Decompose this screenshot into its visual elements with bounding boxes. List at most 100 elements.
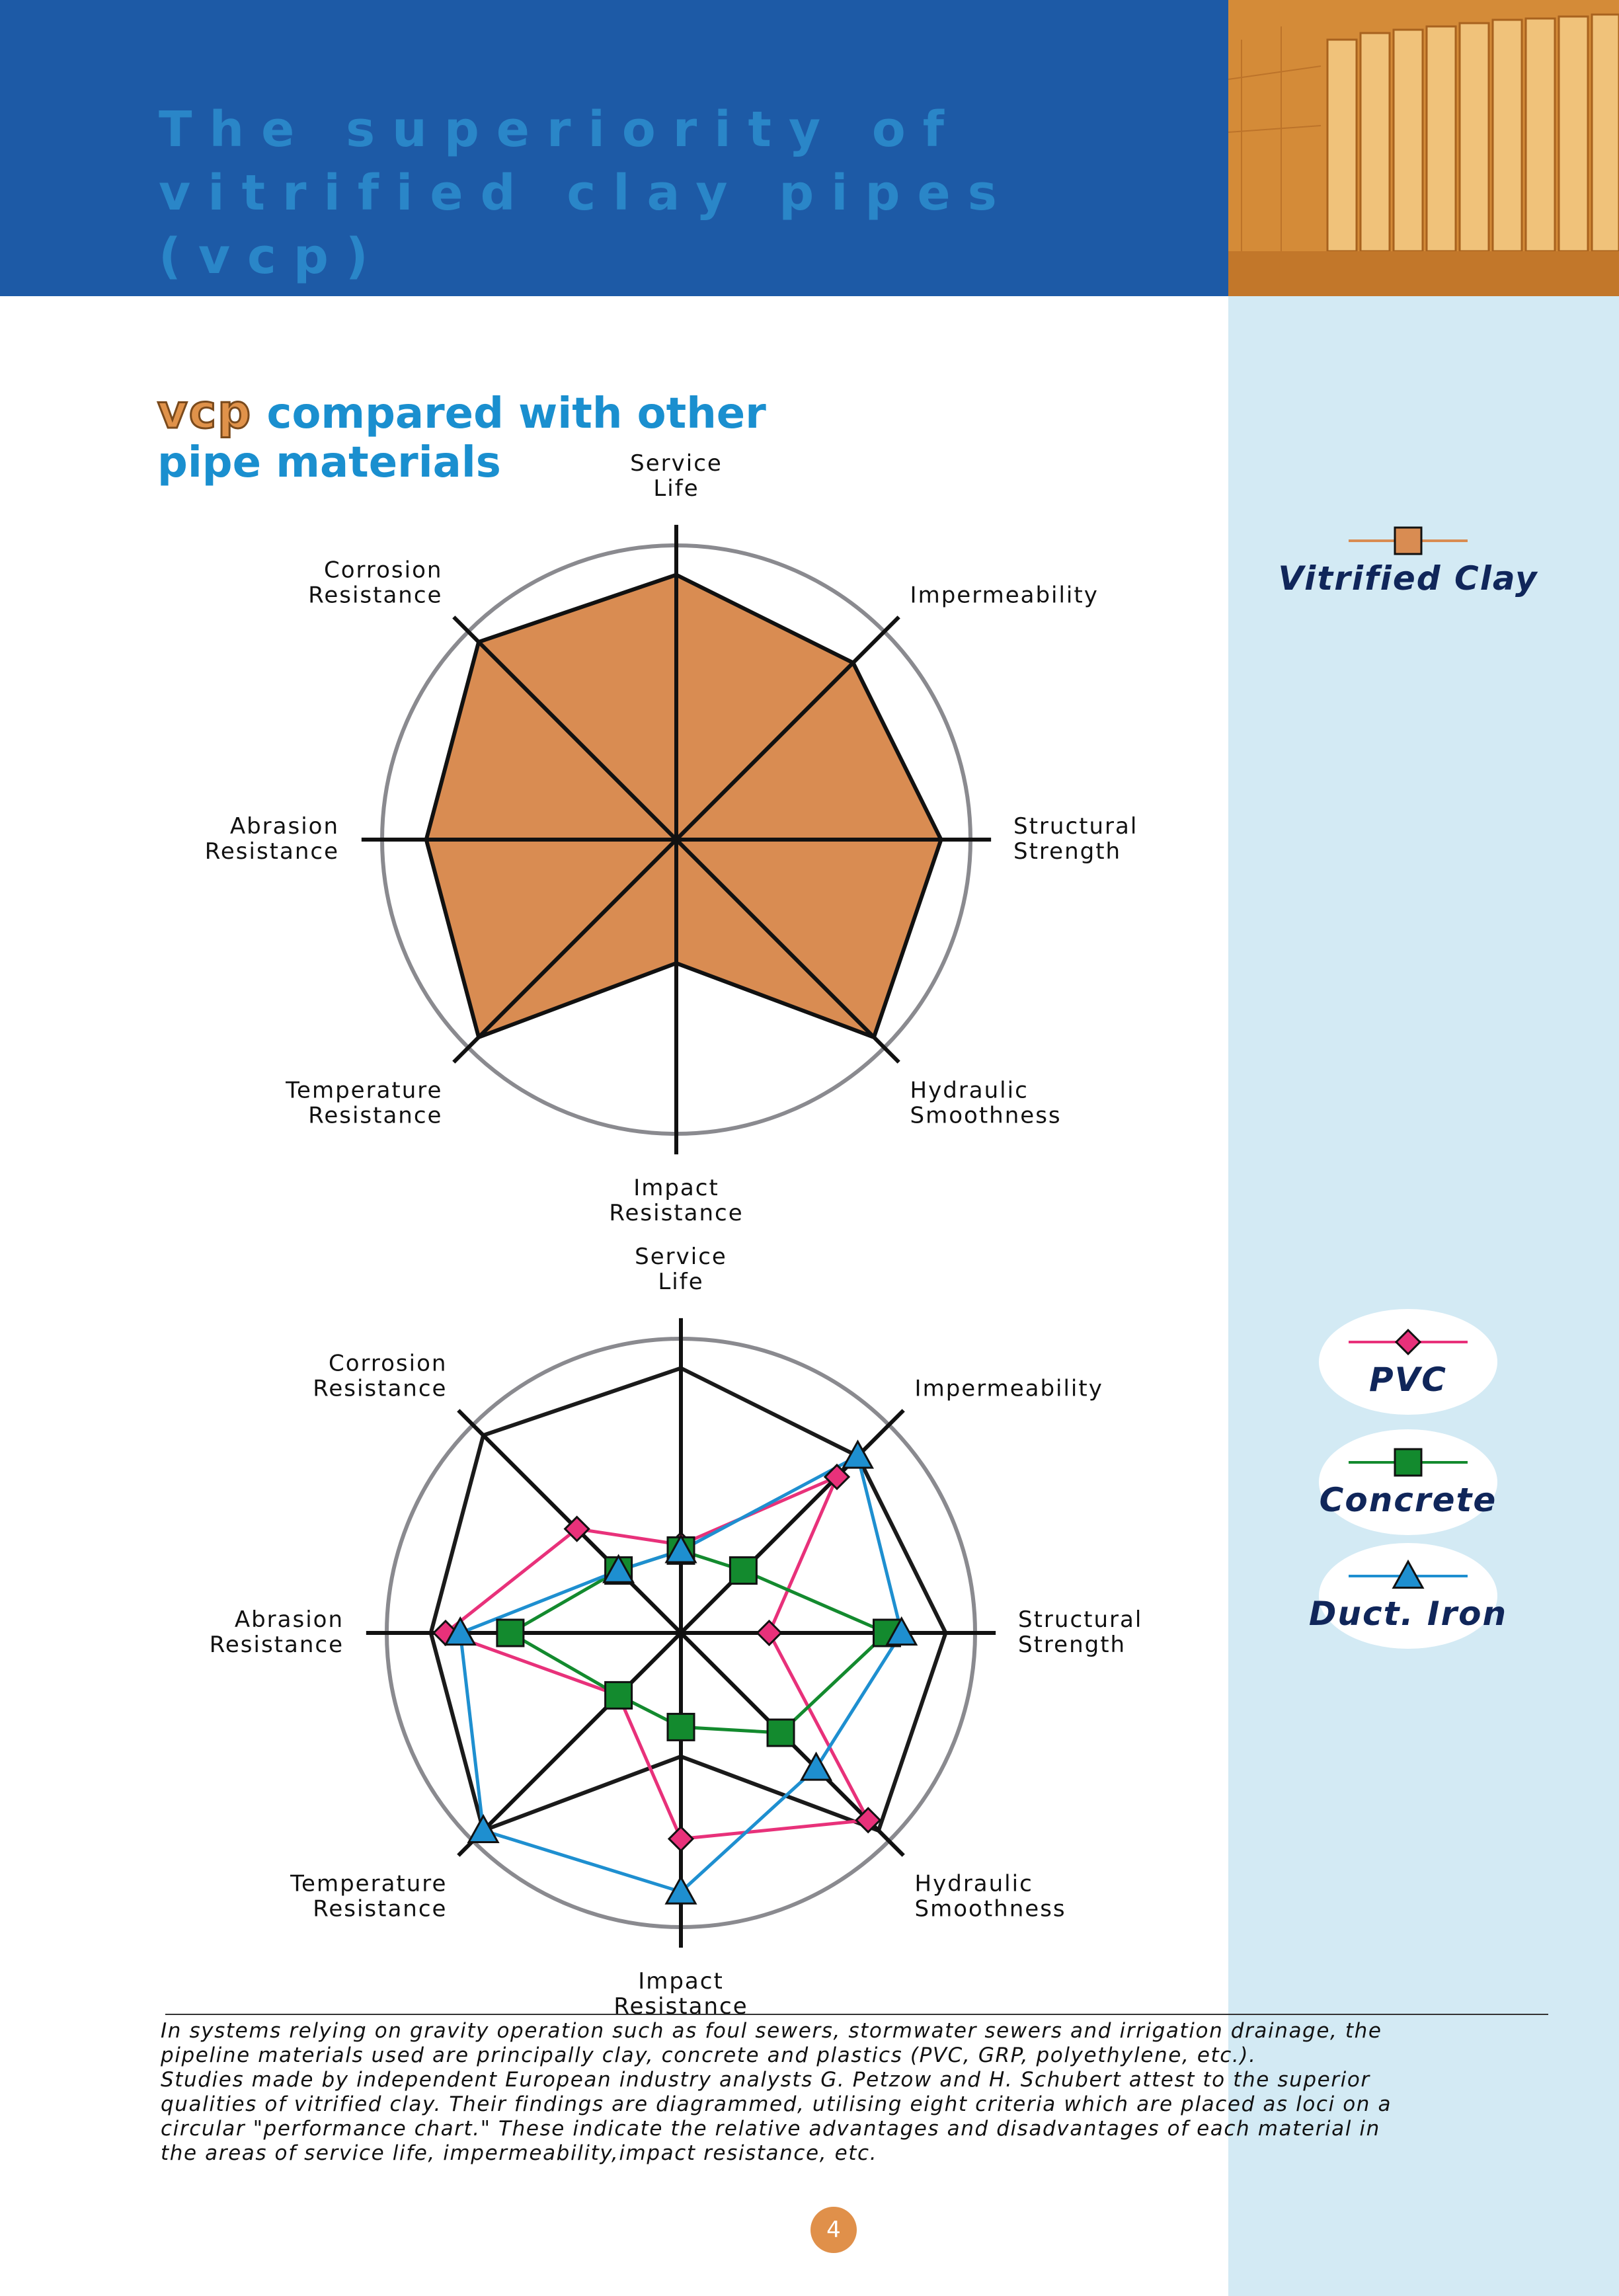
axis-line [452, 838, 678, 1064]
axis-line [674, 838, 900, 1064]
axis-label-line: Resistance [313, 1375, 447, 1402]
legend-marker [1394, 526, 1423, 555]
data-point-duct-iron [841, 1439, 875, 1469]
axis-label-line: Hydraulic [915, 1871, 1033, 1897]
axis-label-line: Impermeability [915, 1375, 1103, 1402]
data-point-concrete [766, 1718, 795, 1747]
axis-line [674, 615, 900, 842]
axis-label-line: Life [653, 475, 699, 502]
axis-label-line: Service [635, 1244, 727, 1270]
body-paragraph-2: Studies made by independent European ind… [161, 2068, 1392, 2165]
section-heading-line-1: compared with other [252, 389, 766, 438]
axis-label-line: Smoothness [910, 1103, 1062, 1129]
data-point-concrete [729, 1556, 758, 1585]
page-title-line-2: vitrified clay pipes (vcp) [159, 165, 1014, 285]
text-divider [165, 2014, 1548, 2015]
body-paragraph-1: In systems relying on gravity operation … [161, 2019, 1382, 2067]
axis-label-line: Corrosion [324, 557, 442, 583]
axis-label-line: Abrasion [230, 813, 339, 840]
axis-label-line: Strength [1013, 838, 1121, 865]
data-point-duct-iron [444, 1616, 477, 1646]
reference-outline [428, 1366, 948, 1833]
series-area-vitrified-clay [424, 573, 943, 1040]
axis-label: Impermeability [910, 582, 1099, 608]
axis-label-line: Hydraulic [910, 1078, 1029, 1104]
axis-label-line: Resistance [205, 838, 339, 865]
data-point-duct-iron [467, 1813, 500, 1844]
data-point-duct-iron [885, 1616, 918, 1646]
axis-label: Impermeability [915, 1375, 1103, 1402]
header-photo-pipes [1228, 0, 1619, 296]
data-point-pvc [563, 1515, 590, 1542]
body-text: In systems relying on gravity operation … [161, 2019, 1403, 2166]
axis-line [452, 615, 678, 842]
legend-bubble [1319, 1429, 1497, 1535]
page-title-line-1: The superiority of [159, 101, 961, 158]
axis-label-line: Structural [1018, 1606, 1142, 1633]
data-point-duct-iron [602, 1554, 635, 1583]
legend-bubble [1319, 1543, 1497, 1649]
axis-label-line: Resistance [210, 1632, 344, 1658]
legend-pvc: PVC [1319, 1309, 1497, 1415]
data-point-pvc [823, 1463, 851, 1491]
data-point-pvc [855, 1807, 882, 1834]
legend-label: Duct. Iron [1309, 1595, 1507, 1633]
data-point-concrete [604, 1681, 633, 1710]
axis-label-line: Impact [633, 1175, 719, 1201]
section-heading: vcp compared with other pipe materials [156, 385, 766, 488]
axis-label-line: Abrasion [235, 1606, 344, 1633]
axis-label-line: Structural [1013, 813, 1138, 840]
legend-marker [1394, 1448, 1423, 1477]
data-point-concrete [496, 1618, 525, 1647]
page-title: The superiority of vitrified clay pipes … [159, 98, 1228, 288]
data-point-pvc [667, 1825, 695, 1852]
axis-label-line: Life [658, 1269, 703, 1295]
legend-label: Concrete [1320, 1481, 1497, 1519]
header-banner: The superiority of vitrified clay pipes … [0, 0, 1228, 296]
axis-label-line: Corrosion [329, 1350, 447, 1376]
axis-label-line: Resistance [308, 1103, 442, 1129]
axis-line [457, 1409, 683, 1635]
data-point-duct-iron [664, 1534, 697, 1564]
axis-label-line: Resistance [613, 1993, 748, 2020]
data-point-duct-iron [799, 1751, 833, 1781]
axis-label-line: Impermeability [910, 582, 1099, 608]
data-point-pvc [756, 1619, 783, 1647]
section-heading-line-2: pipe materials [157, 438, 501, 487]
axis-label-line: Service [630, 450, 723, 477]
axis-label-line: Impact [638, 1968, 724, 1995]
pipe-stack-illustration [1228, 0, 1619, 296]
legend-label: PVC [1369, 1361, 1447, 1399]
axis-label-line: Resistance [609, 1200, 743, 1226]
axis-label-line: Temperature [290, 1871, 447, 1897]
legend-label: Vitrified Clay [1278, 559, 1538, 598]
legend-marker [1394, 1328, 1422, 1356]
vcp-wordmark: vcp [156, 385, 253, 439]
legend-duct-iron: Duct. Iron [1309, 1543, 1507, 1649]
page-number-badge: 4 [810, 2207, 857, 2253]
legend-marker [1392, 1559, 1425, 1589]
axis-label-line: Temperature [285, 1078, 442, 1104]
axis-label-line: Strength [1018, 1632, 1126, 1658]
axis-label-line: Smoothness [915, 1896, 1066, 1922]
legend-concrete: Concrete [1319, 1429, 1497, 1535]
axis-label-line: Resistance [308, 582, 442, 608]
data-point-concrete [666, 1712, 695, 1741]
axis-line [457, 1631, 683, 1857]
series-line-concrete [508, 1548, 888, 1735]
legend-vitrified-clay: Vitrified Clay [1278, 526, 1538, 598]
